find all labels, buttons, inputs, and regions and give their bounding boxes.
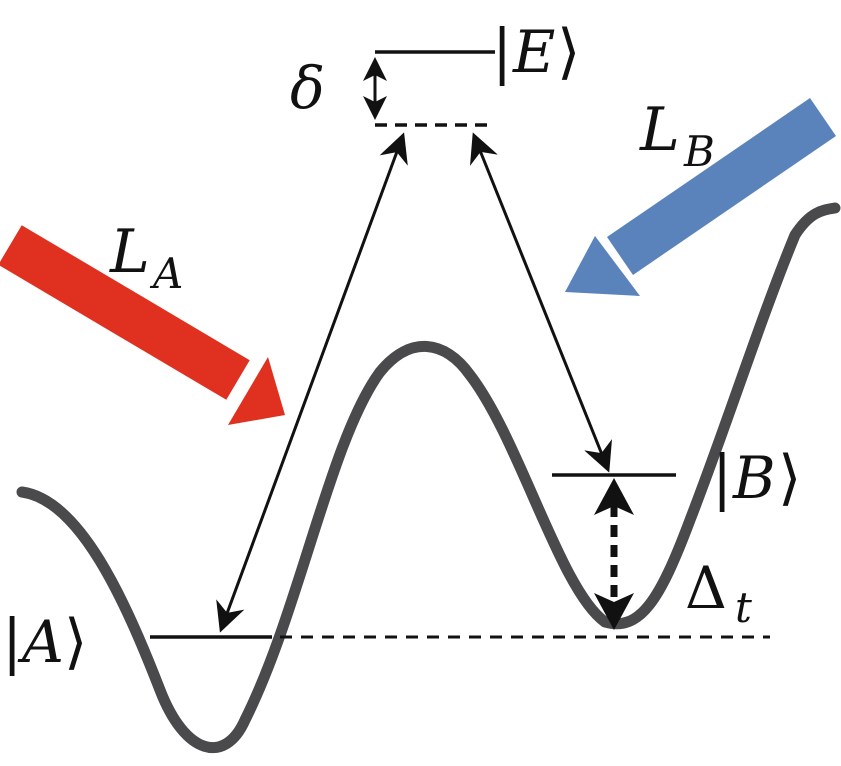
svg-text:A: A [149,249,183,298]
tilt-label: Δ t [685,554,752,632]
left-state-label: | A ⟩ [2,607,87,677]
svg-text:t: t [735,583,752,632]
laser-a-arrow [0,225,285,425]
svg-text:⟩: ⟩ [778,443,801,513]
svg-text:|: | [2,607,22,677]
svg-text:⟩: ⟩ [64,607,87,677]
svg-text:|: | [492,17,512,87]
right-state-label: | B ⟩ [712,443,801,513]
svg-text:L: L [109,217,150,287]
double-well-potential-curve [16,202,841,754]
transition-arrow-right [470,132,612,473]
svg-text:A: A [17,608,64,676]
detuning-label: δ [290,54,325,122]
excited-state-label: | E ⟩ [492,17,580,87]
laser-a-label: L A [109,217,183,298]
laser-b-arrow [565,98,836,296]
svg-text:B: B [683,127,715,176]
tilt-arrow-bottom-head [594,593,634,630]
svg-text:Δ: Δ [685,554,727,622]
transition-arrow-left [216,132,408,633]
tilt-arrow-top-head [594,478,634,515]
svg-text:L: L [639,95,680,165]
svg-text:|: | [712,443,732,513]
svg-text:E: E [512,18,555,86]
svg-text:B: B [732,444,776,512]
laser-b-label: L B [639,95,715,176]
svg-text:⟩: ⟩ [557,17,580,87]
